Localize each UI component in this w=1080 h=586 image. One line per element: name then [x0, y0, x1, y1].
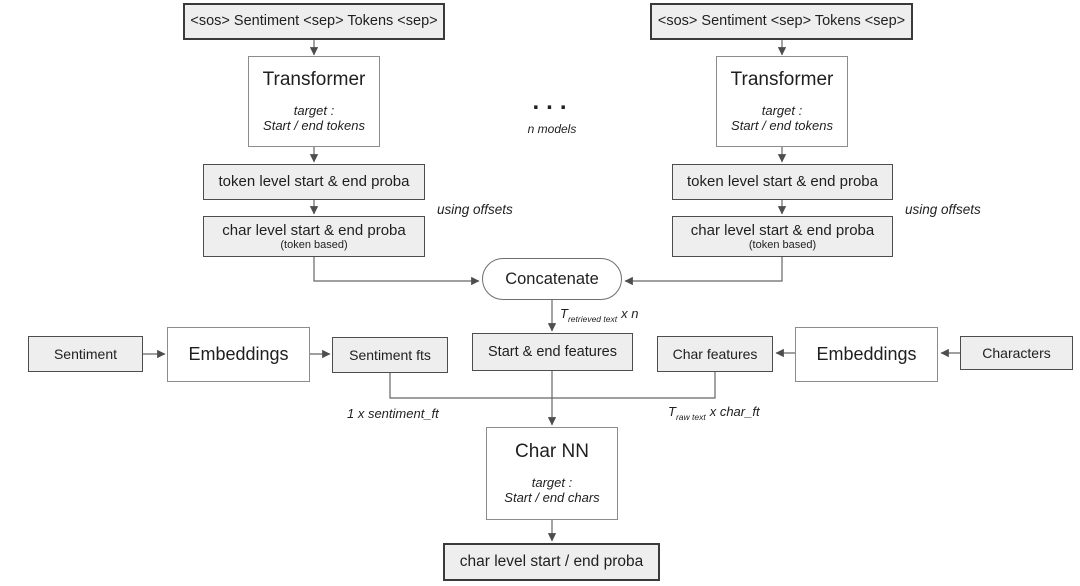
transformer-target-left: target : Start / end tokens	[263, 102, 365, 134]
transformer-box-left: Transformer target : Start / end tokens	[248, 56, 380, 147]
char-proba-line1-left: char level start & end proba	[222, 221, 406, 239]
dim-rest: x n	[621, 306, 639, 321]
sentiment-dimension-label: 1 x sentiment_ft	[347, 406, 439, 421]
transformer-target-line2: Start / end tokens	[731, 117, 833, 133]
connector-sentimentfts-to-charnn	[389, 373, 552, 399]
char-nn-target-line1: target :	[531, 474, 573, 490]
char-nn-target: target : Start / end chars	[504, 474, 600, 506]
transformer-target-line2: Start / end tokens	[263, 117, 365, 133]
concatenate-node: Concatenate	[482, 258, 622, 300]
characters-box: Characters	[960, 336, 1073, 370]
dim-t: T	[668, 404, 676, 419]
char-proba-line2-right: (token based)	[748, 238, 817, 251]
char-proba-box-left: char level start & end proba (token base…	[203, 216, 425, 257]
char-proba-line1-right: char level start & end proba	[690, 221, 875, 239]
char-nn-target-line2: Start / end chars	[504, 489, 600, 505]
output-proba-box: char level start / end proba	[443, 543, 660, 581]
dim-rest: x char_ft	[709, 404, 760, 419]
transformer-target-line1: target :	[761, 102, 803, 118]
char-nn-title: Char NN	[515, 441, 589, 463]
input-tokens-box-left: <sos> Sentiment <sep> Tokens <sep>	[183, 3, 445, 40]
char-proba-box-right: char level start & end proba (token base…	[672, 216, 893, 257]
transformer-title-right: Transformer	[730, 69, 834, 91]
transformer-target-line1: target :	[293, 102, 335, 118]
start-end-features-box: Start & end features	[472, 333, 633, 371]
n-models-label: n models	[527, 122, 577, 136]
input-tokens-box-right: <sos> Sentiment <sep> Tokens <sep>	[650, 3, 913, 40]
char-features-box: Char features	[657, 336, 773, 372]
char-nn-box: Char NN target : Start / end chars	[486, 427, 618, 520]
ellipsis-dots-icon: ...	[532, 88, 574, 115]
arrow-char-to-concat-left	[313, 257, 480, 286]
dim-subscript: retrieved text	[567, 313, 618, 324]
using-offsets-label-right: using offsets	[905, 202, 981, 217]
dim-subscript: raw text	[675, 411, 706, 422]
arrow-char-to-concat-right	[624, 257, 783, 286]
sentiment-box: Sentiment	[28, 336, 143, 372]
token-proba-box-left: token level start & end proba	[203, 164, 425, 200]
dim-t: T	[560, 306, 568, 321]
embeddings-box-right: Embeddings	[795, 327, 938, 382]
transformer-title-left: Transformer	[262, 69, 366, 91]
token-proba-box-right: token level start & end proba	[672, 164, 893, 200]
char-proba-line2-left: (token based)	[280, 238, 348, 251]
transformer-target-right: target : Start / end tokens	[731, 102, 833, 134]
sentiment-fts-box: Sentiment fts	[332, 337, 448, 373]
transformer-box-right: Transformer target : Start / end tokens	[716, 56, 848, 147]
using-offsets-label-left: using offsets	[437, 202, 513, 217]
embeddings-box-left: Embeddings	[167, 327, 310, 382]
connector-charfeatures-to-charnn	[552, 372, 716, 399]
